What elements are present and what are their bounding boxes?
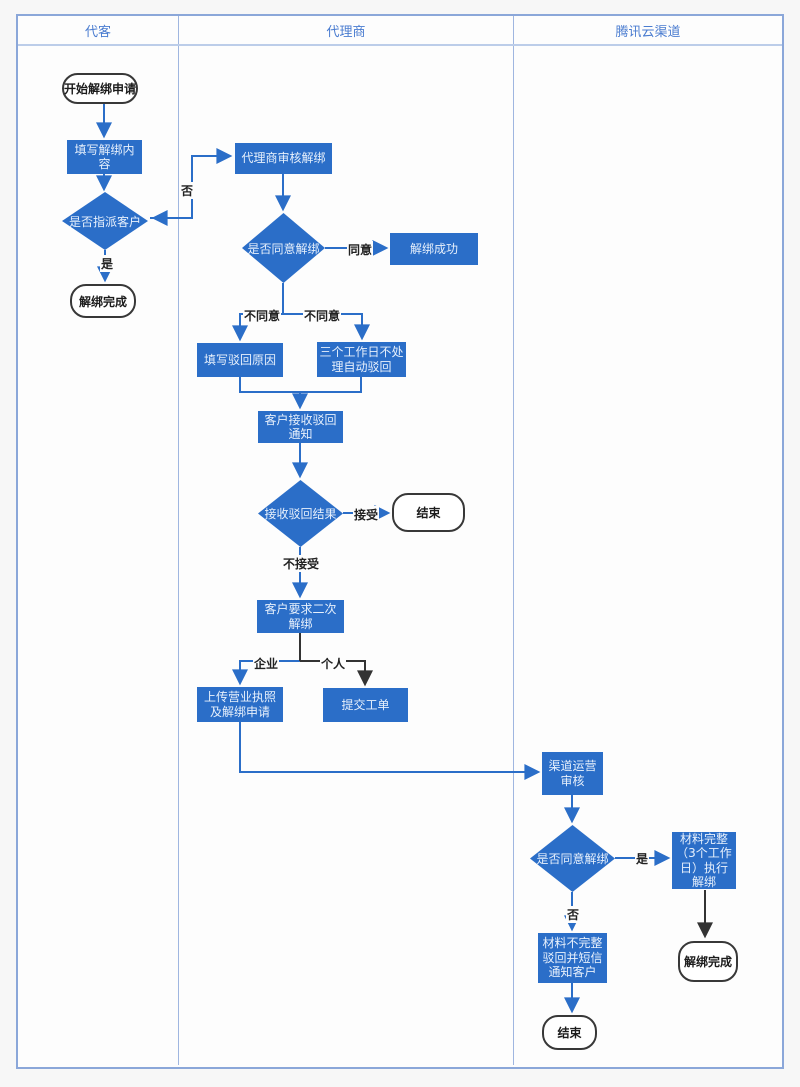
edge-label-not-accept: 不接受 <box>282 555 321 572</box>
auto-reject-step: 三个工作日不处理自动驳回 <box>317 342 406 377</box>
unbind-done-terminator-2: 解绑完成 <box>678 941 738 982</box>
unbind-success-step: 解绑成功 <box>390 233 478 265</box>
edge-label-disagree-left: 不同意 <box>243 307 282 324</box>
lane-header-customer: 代客 <box>84 24 111 40</box>
edge-label-yes-1: 是 <box>100 255 115 272</box>
lane-separator-2 <box>513 16 514 1065</box>
edge-label-personal: 个人 <box>320 655 347 672</box>
edge-label-no-2: 否 <box>566 906 581 923</box>
lane-header-divider <box>18 44 782 46</box>
materials-complete-step: 材料完整（3个工作日）执行解绑 <box>672 832 736 889</box>
channel-review-step: 渠道运营审核 <box>542 752 603 795</box>
swimlane-board <box>16 14 784 1069</box>
submit-ticket-step: 提交工单 <box>323 688 408 722</box>
unbind-done-terminator-1: 解绑完成 <box>70 284 136 318</box>
receive-reject-notice-step: 客户接收驳回通知 <box>258 411 343 443</box>
edge-label-accept: 接受 <box>353 506 380 523</box>
edge-label-no-1: 否 <box>180 182 195 199</box>
agent-review-step: 代理商审核解绑 <box>235 143 332 174</box>
lane-header-agent: 代理商 <box>326 24 366 40</box>
lane-header-channel: 腾讯云渠道 <box>615 24 681 40</box>
end-terminator-2: 结束 <box>542 1015 597 1050</box>
edge-label-enterprise: 企业 <box>253 655 280 672</box>
fill-reject-reason-step: 填写驳回原因 <box>197 343 283 377</box>
edge-label-agree: 同意 <box>347 241 374 258</box>
edge-label-disagree-right: 不同意 <box>303 307 342 324</box>
upload-license-step: 上传营业执照及解绑申请 <box>197 687 283 722</box>
second-unbind-request-step: 客户要求二次解绑 <box>257 600 344 633</box>
fill-unbind-content-step: 填写解绑内容 <box>67 140 142 174</box>
lane-separator-1 <box>178 16 179 1065</box>
start-terminator: 开始解绑申请 <box>62 73 138 104</box>
materials-incomplete-step: 材料不完整驳回并短信通知客户 <box>538 933 607 983</box>
end-terminator-1: 结束 <box>392 493 465 532</box>
edge-label-yes-2: 是 <box>635 850 650 867</box>
